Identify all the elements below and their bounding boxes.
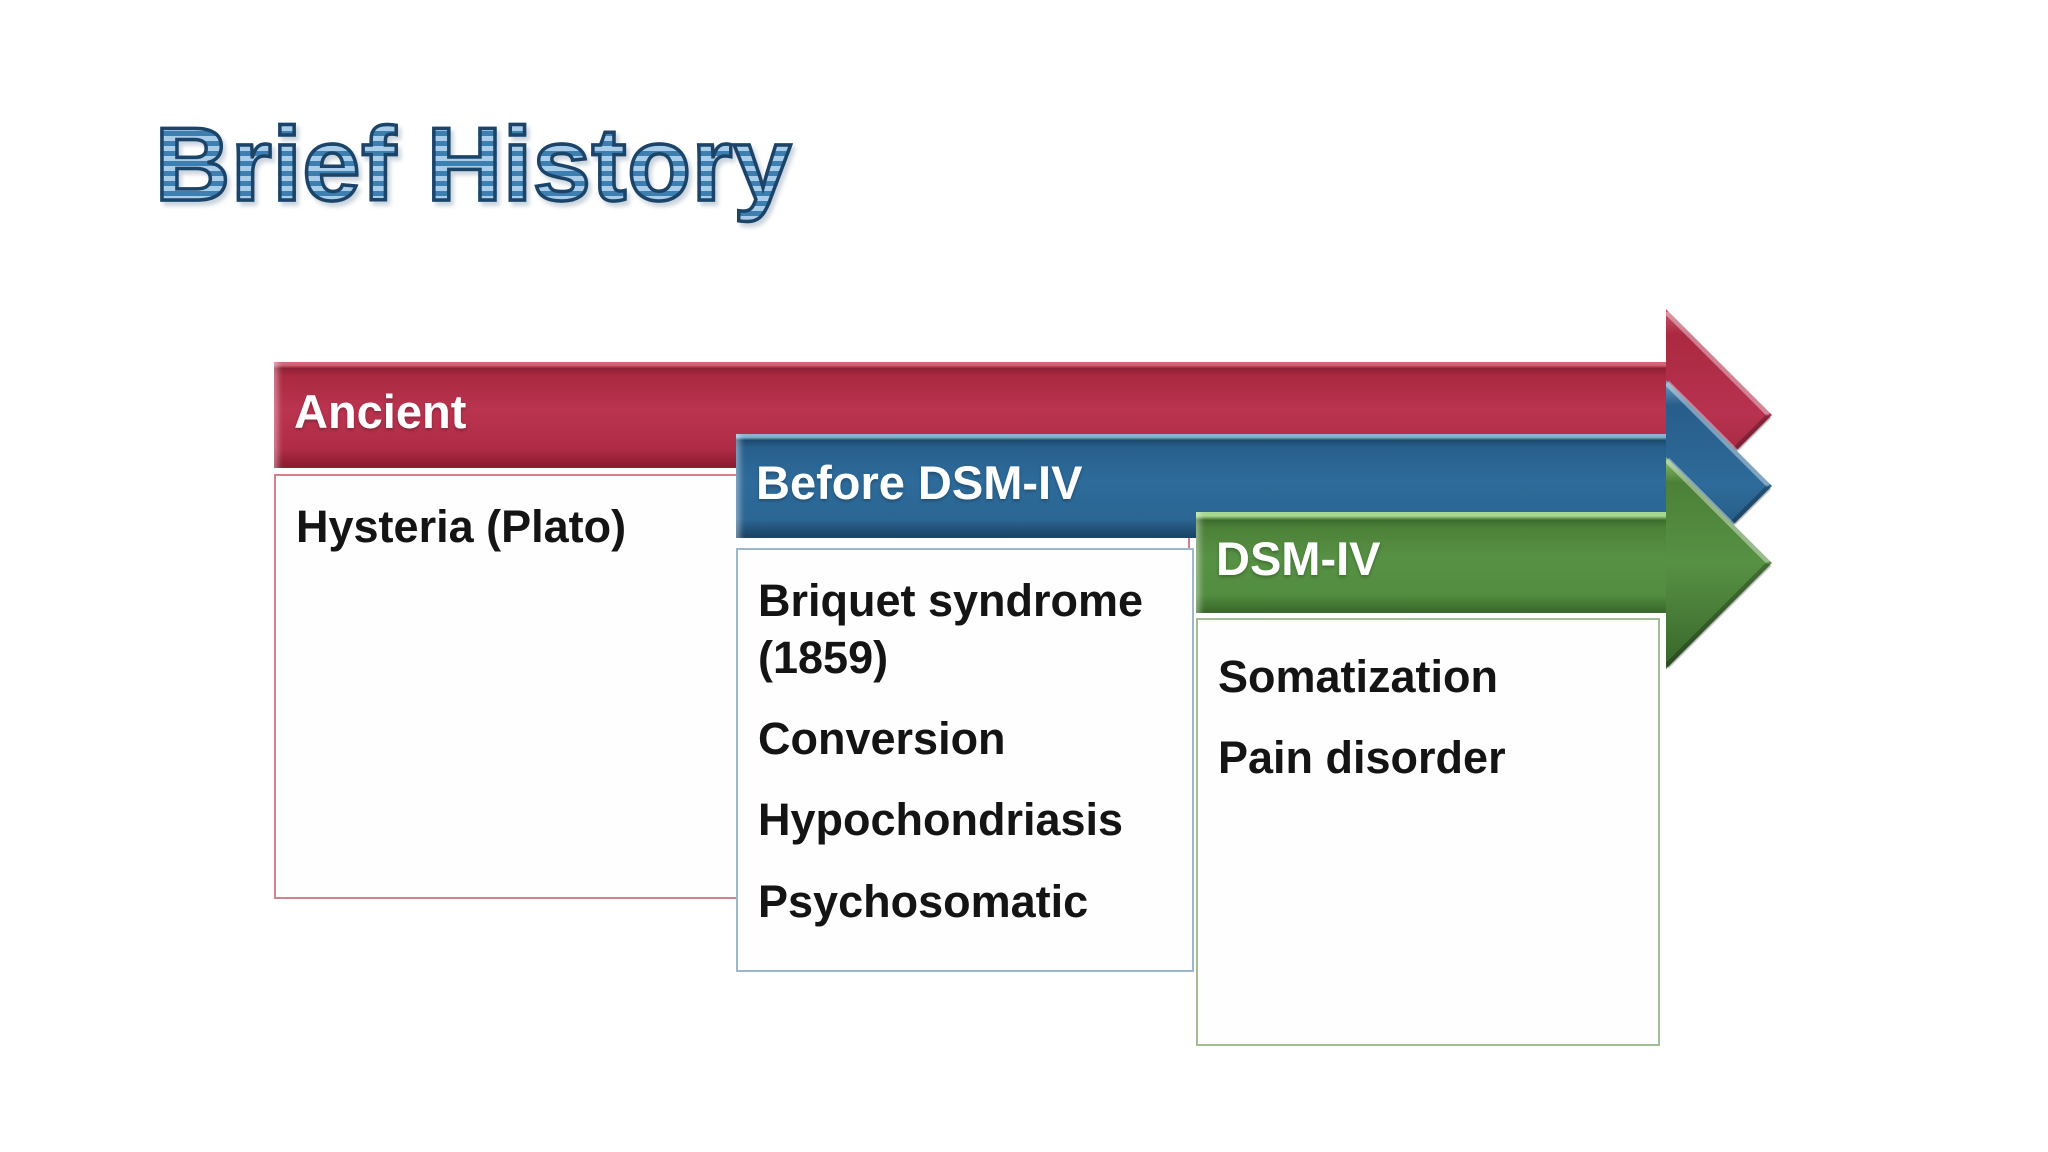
- list-item: Conversion: [758, 713, 1006, 765]
- dsm-iv-header-bar: DSM-IV: [1196, 512, 1666, 613]
- list-item: Briquet syndrome (1859): [758, 575, 1144, 684]
- before-dsm-iv-header-label: Before DSM-IV: [756, 455, 1083, 509]
- slide-title: Brief History: [153, 105, 793, 225]
- dsm-iv-header-label: DSM-IV: [1216, 532, 1381, 585]
- dsm-iv-arrow-head-icon: [1666, 457, 1772, 669]
- before-dsm-iv-content-box: Briquet syndrome (1859) Conversion Hypoc…: [736, 548, 1194, 972]
- list-item: Hysteria (Plato): [296, 501, 627, 552]
- list-item: Pain disorder: [1218, 732, 1506, 784]
- list-item: Hypochondriasis: [758, 794, 1124, 846]
- list-item: Psychosomatic: [758, 875, 1089, 927]
- list-item: Somatization: [1218, 651, 1499, 702]
- dsm-iv-content-box: Somatization Pain disorder: [1196, 618, 1660, 1046]
- ancient-header-label: Ancient: [294, 384, 467, 438]
